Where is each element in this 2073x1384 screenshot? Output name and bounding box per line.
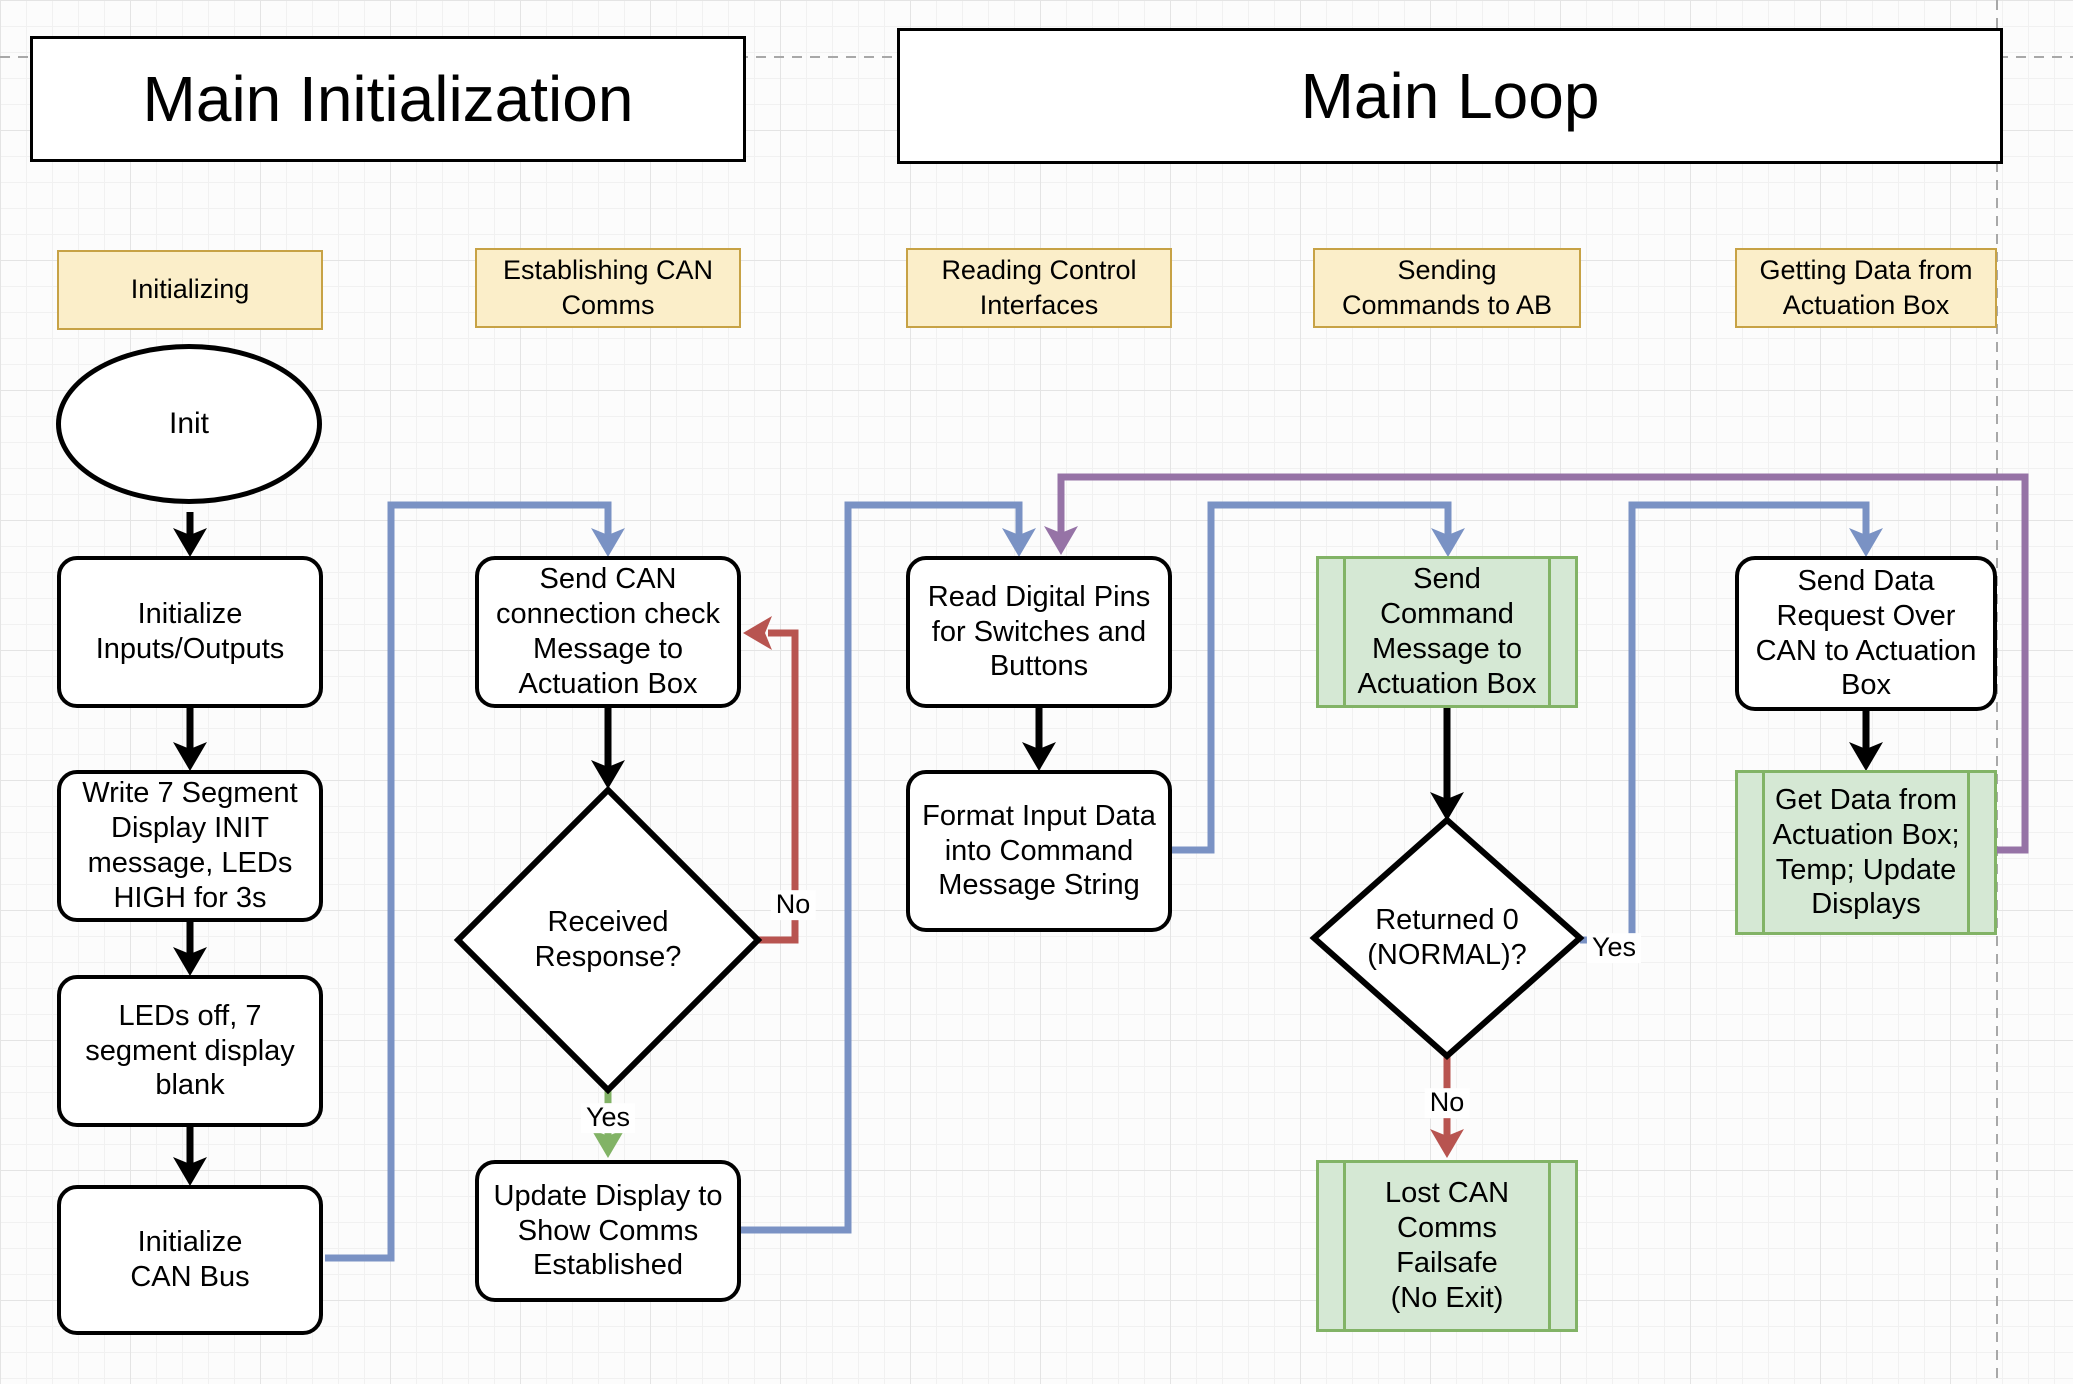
- edge-label-received-no: No: [770, 889, 816, 920]
- node-received-response-diamond[interactable]: [453, 785, 763, 1095]
- title-main-initialization[interactable]: Main Initialization: [30, 36, 746, 162]
- edge-received-no-loop[interactable]: [743, 616, 799, 944]
- edge-init-can-to-send-can[interactable]: [325, 501, 625, 1262]
- phase-establishing-can-comms[interactable]: Establishing CAN Comms: [475, 248, 741, 328]
- edge-get-data-to-read-pins[interactable]: [1044, 473, 2029, 854]
- node-returned-0-text: Returned 0 (NORMAL)?: [1367, 904, 1527, 971]
- node-update-display-comms-label: Update Display to Show Comms Established: [493, 1179, 723, 1282]
- node-read-digital-pins[interactable]: Read Digital Pins for Switches and Butto…: [906, 556, 1172, 708]
- node-send-can-connection-check-label: Send CAN connection check Message to Act…: [495, 563, 721, 700]
- node-get-data-from-actuation-box-label: Get Data from Actuation Box; Temp; Updat…: [1772, 783, 1960, 921]
- edge-init-to-initialize-io[interactable]: [173, 512, 207, 557]
- node-send-data-request-label: Send Data Request Over CAN to Actuation …: [1755, 564, 1977, 702]
- node-leds-off-display-blank-label: LEDs off, 7 segment display blank: [85, 999, 295, 1102]
- edge-send-command-to-returned-0[interactable]: [1430, 708, 1464, 821]
- edge-update-display-to-read-pins[interactable]: [740, 501, 1036, 1234]
- edge-read-pins-to-format-input[interactable]: [1022, 708, 1056, 771]
- node-returned-0-diamond[interactable]: [1309, 815, 1585, 1061]
- phase-reading-control-interfaces[interactable]: Reading Control Interfaces: [906, 248, 1172, 328]
- phase-initializing[interactable]: Initializing: [57, 250, 323, 330]
- node-lost-can-comms-failsafe-label: Lost CAN Comms Failsafe (No Exit): [1384, 1177, 1510, 1314]
- node-send-can-connection-check[interactable]: Send CAN connection check Message to Act…: [475, 556, 741, 708]
- node-send-command-message[interactable]: Send Command Message to Actuation Box: [1316, 556, 1578, 708]
- title-main-initialization-label: Main Initialization: [142, 62, 634, 135]
- node-send-command-message-label: Send Command Message to Actuation Box: [1357, 563, 1537, 700]
- node-lost-can-comms-failsafe[interactable]: Lost CAN Comms Failsafe (No Exit): [1316, 1160, 1578, 1332]
- edge-write-7seg-to-leds-off[interactable]: [173, 922, 207, 976]
- phase-establishing-can-comms-label: Establishing CAN Comms: [502, 254, 714, 320]
- node-get-data-from-actuation-box[interactable]: Get Data from Actuation Box; Temp; Updat…: [1735, 770, 1997, 935]
- edge-label-returned-yes: Yes: [1586, 932, 1642, 963]
- edge-label-received-yes: Yes: [580, 1102, 636, 1133]
- node-format-input-data[interactable]: Format Input Data into Command Message S…: [906, 770, 1172, 932]
- title-main-loop[interactable]: Main Loop: [897, 28, 2003, 164]
- node-update-display-comms[interactable]: Update Display to Show Comms Established: [475, 1160, 741, 1302]
- edge-format-input-to-send-command[interactable]: [1172, 501, 1465, 854]
- edge-label-returned-no: No: [1424, 1087, 1470, 1118]
- phase-getting-data-from-actuation-box[interactable]: Getting Data from Actuation Box: [1735, 248, 1997, 328]
- node-init-terminal-label: Init: [168, 407, 210, 440]
- phase-initializing-label: Initializing: [130, 274, 250, 305]
- node-init-terminal[interactable]: Init: [56, 344, 322, 504]
- title-main-loop-label: Main Loop: [1300, 59, 1600, 132]
- node-send-data-request[interactable]: Send Data Request Over CAN to Actuation …: [1735, 556, 1997, 711]
- edge-send-data-request-to-get-data[interactable]: [1849, 711, 1883, 771]
- node-initialize-can-bus[interactable]: Initialize CAN Bus: [57, 1185, 323, 1335]
- node-write-7-segment-init-label: Write 7 Segment Display INIT message, LE…: [82, 777, 298, 914]
- node-initialize-inputs-outputs-label: Initialize Inputs/Outputs: [95, 598, 285, 665]
- edge-send-can-to-received-response[interactable]: [591, 708, 625, 789]
- node-read-digital-pins-label: Read Digital Pins for Switches and Butto…: [927, 580, 1151, 683]
- edge-initialize-io-to-write-7seg[interactable]: [173, 708, 207, 771]
- phase-reading-control-interfaces-label: Reading Control Interfaces: [941, 254, 1137, 320]
- node-format-input-data-label: Format Input Data into Command Message S…: [922, 799, 1156, 902]
- phase-sending-commands-to-ab[interactable]: Sending Commands to AB: [1313, 248, 1581, 328]
- edge-leds-off-to-init-can[interactable]: [173, 1127, 207, 1186]
- node-received-response-text: Received Response?: [534, 906, 682, 973]
- phase-sending-commands-to-ab-label: Sending Commands to AB: [1341, 254, 1553, 320]
- node-leds-off-display-blank[interactable]: LEDs off, 7 segment display blank: [57, 975, 323, 1127]
- node-initialize-inputs-outputs[interactable]: Initialize Inputs/Outputs: [57, 556, 323, 708]
- node-initialize-can-bus-label: Initialize CAN Bus: [130, 1226, 250, 1293]
- node-write-7-segment-init[interactable]: Write 7 Segment Display INIT message, LE…: [57, 770, 323, 922]
- phase-getting-data-from-actuation-box-label: Getting Data from Actuation Box: [1759, 254, 1973, 320]
